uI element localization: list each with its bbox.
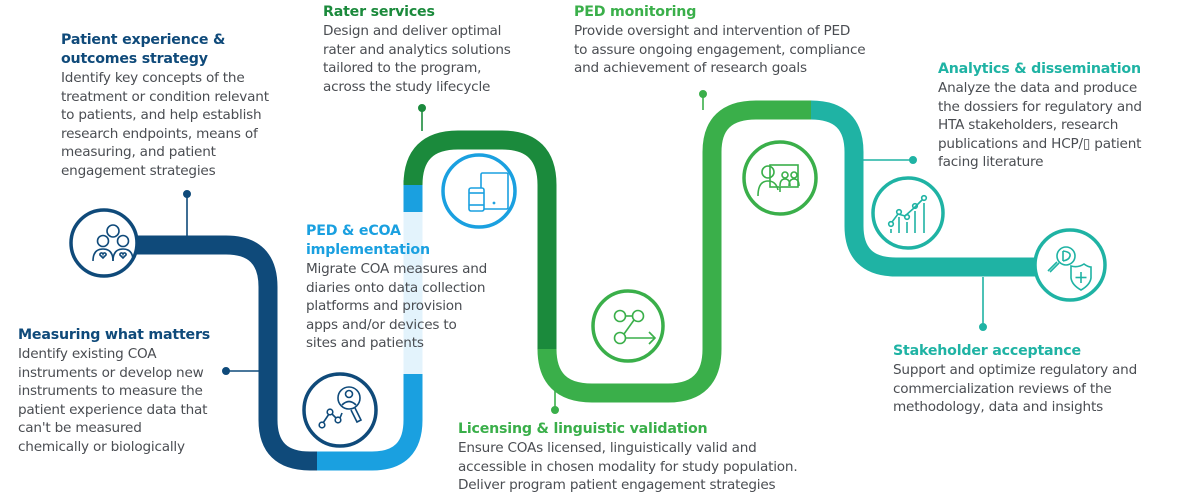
path-segment-blue <box>317 180 423 471</box>
step-title: Rater services <box>323 4 435 20</box>
path-segment-green <box>537 100 812 403</box>
step-description: Support and optimize regulatory and comm… <box>893 362 1138 416</box>
step-description: Analyze the data and produce the dossier… <box>938 80 1142 171</box>
step-analytics: Analytics & dissemination Analyze the da… <box>938 60 1178 172</box>
step-description: Identify existing COA instruments or dev… <box>18 346 208 455</box>
pin-licensing <box>551 384 559 414</box>
step-ped-monitoring: PED monitoring Provide oversight and int… <box>574 3 884 78</box>
step-licensing: Licensing & linguistic validation Ensure… <box>458 420 818 495</box>
step-description: Design and deliver optimal rater and ana… <box>323 23 511 95</box>
step-ped-ecoa: PED & eCOA implementation Migrate COA me… <box>306 222 516 353</box>
family-hearts-icon <box>69 208 139 278</box>
step-stakeholder: Stakeholder acceptance Support and optim… <box>893 342 1178 417</box>
step-description: Provide oversight and intervention of PE… <box>574 23 866 77</box>
pin-patient-experience <box>183 190 191 236</box>
pin-measuring <box>222 367 259 375</box>
step-title: Patient experience & outcomes strategy <box>61 32 226 67</box>
presentation-group-icon <box>742 140 818 216</box>
step-measuring-what-matters: Measuring what matters Identify existing… <box>18 326 248 457</box>
step-patient-experience: Patient experience & outcomes strategy I… <box>61 31 301 181</box>
path-segment-teal <box>810 100 1040 277</box>
magnifier-shield-icon <box>1033 228 1107 302</box>
path-segment-navy <box>128 235 318 471</box>
connector-pins <box>183 90 987 414</box>
pin-rater <box>418 104 426 131</box>
path-segment-dark-green <box>403 130 557 350</box>
growth-chart-icon <box>871 176 945 250</box>
pin-ped-monitoring <box>699 90 707 110</box>
step-title: Stakeholder acceptance <box>893 343 1081 359</box>
step-title: Measuring what matters <box>18 327 211 343</box>
workflow-arrow-icon <box>591 289 665 363</box>
phone-tablet-icon <box>441 153 517 229</box>
magnifier-person-chart-icon <box>302 372 378 448</box>
step-rater-services: Rater services Design and deliver optima… <box>323 3 553 96</box>
step-title: Licensing & linguistic validation <box>458 421 708 437</box>
pin-analytics <box>863 156 917 164</box>
step-description: Ensure COAs licensed, linguistically val… <box>458 440 798 494</box>
step-title: PED monitoring <box>574 4 697 20</box>
step-description: Migrate COA measures and diaries onto da… <box>306 261 488 352</box>
pin-stakeholder <box>979 277 987 331</box>
step-description: Identify key concepts of the treatment o… <box>61 70 269 179</box>
step-title: PED & eCOA implementation <box>306 223 430 258</box>
step-title: Analytics & dissemination <box>938 61 1141 77</box>
